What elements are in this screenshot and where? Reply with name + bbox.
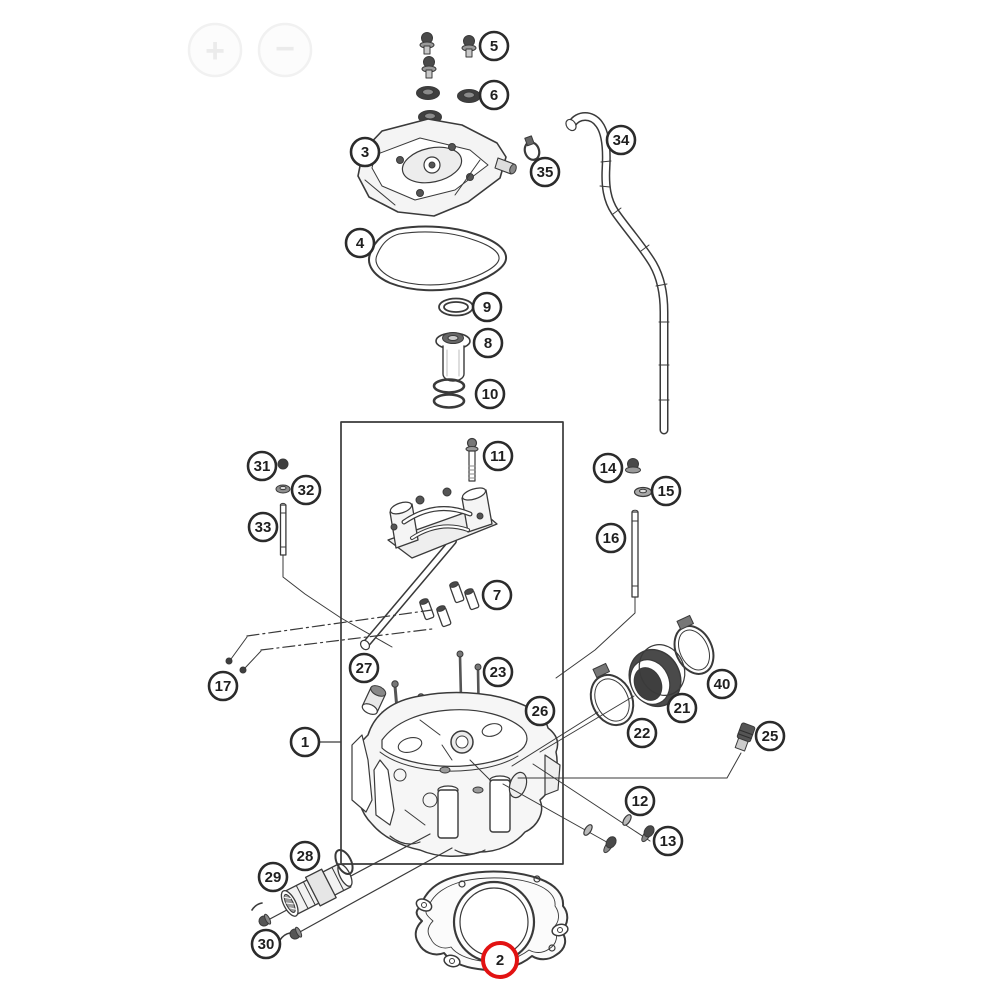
callout-2: 2	[481, 941, 519, 979]
callout-26: 26	[524, 695, 556, 727]
svg-text:4: 4	[356, 235, 365, 252]
callout-23: 23	[482, 656, 514, 688]
dowel-pins-drawing	[225, 609, 433, 674]
svg-text:9: 9	[483, 299, 491, 316]
washers-nuts-drawing	[502, 763, 655, 854]
svg-text:23: 23	[490, 664, 507, 681]
svg-text:14: 14	[600, 460, 617, 477]
zoom-in-button[interactable]: +	[187, 22, 243, 78]
callout-16: 16	[595, 522, 627, 554]
callout-8: 8	[472, 327, 504, 359]
svg-text:21: 21	[674, 700, 691, 717]
breather-hose-drawing	[565, 112, 670, 435]
o-ring-pair-drawing	[432, 378, 466, 409]
svg-text:27: 27	[356, 660, 373, 677]
cover-screws-drawing	[419, 32, 477, 79]
breather-hose-clamp-drawing	[523, 135, 541, 161]
callout-1: 1	[289, 726, 321, 758]
svg-text:28: 28	[297, 848, 314, 865]
callout-11: 11	[482, 440, 514, 472]
callout-22: 22	[626, 717, 658, 749]
callout-12: 12	[624, 785, 656, 817]
svg-text:11: 11	[490, 448, 506, 465]
svg-text:22: 22	[634, 725, 651, 742]
svg-text:25: 25	[762, 728, 779, 745]
cylinder-head-drawing	[351, 691, 561, 857]
svg-text:5: 5	[490, 38, 498, 55]
callout-25: 25	[754, 720, 786, 752]
intake-clamps-boot-drawing	[511, 614, 715, 767]
callout-40: 40	[706, 668, 738, 700]
head-bolt-drawing	[465, 437, 479, 482]
callout-29: 29	[257, 861, 289, 893]
svg-text:30: 30	[258, 936, 275, 953]
svg-text:7: 7	[493, 587, 501, 604]
valve-caps-drawing	[419, 581, 480, 628]
callout-33: 33	[247, 511, 279, 543]
valve-cover-gasket-drawing	[368, 225, 508, 292]
callout-9: 9	[471, 291, 503, 323]
callout-35: 35	[529, 156, 561, 188]
head-group-frame	[340, 421, 564, 865]
o-ring-drawing	[438, 297, 474, 317]
callout-4: 4	[344, 227, 376, 259]
right-stud-hardware-drawing	[555, 458, 653, 679]
svg-text:15: 15	[658, 483, 675, 500]
svg-text:12: 12	[632, 793, 649, 810]
callout-15: 15	[650, 475, 682, 507]
svg-text:16: 16	[603, 530, 620, 547]
svg-text:17: 17	[215, 678, 232, 695]
callout-3: 3	[349, 136, 381, 168]
svg-text:3: 3	[361, 144, 369, 161]
svg-text:33: 33	[255, 519, 272, 536]
svg-text:31: 31	[254, 458, 271, 475]
head-gasket-drawing	[414, 870, 569, 971]
callout-6: 6	[478, 79, 510, 111]
callout-14: 14	[592, 452, 624, 484]
callout-28: 28	[289, 840, 321, 872]
callout-27: 27	[348, 652, 380, 684]
svg-text:34: 34	[613, 132, 630, 149]
svg-text:2: 2	[496, 952, 504, 969]
svg-text:32: 32	[298, 482, 315, 499]
callout-34: 34	[605, 124, 637, 156]
svg-text:40: 40	[714, 676, 731, 693]
callout-7: 7	[481, 579, 513, 611]
svg-text:6: 6	[490, 87, 498, 104]
svg-text:35: 35	[537, 164, 554, 181]
plus-icon: +	[205, 32, 225, 70]
callout-10: 10	[474, 378, 506, 410]
svg-text:29: 29	[265, 869, 282, 886]
callout-5: 5	[478, 30, 510, 62]
sensor-drawing	[517, 722, 756, 779]
callout-21: 21	[666, 692, 698, 724]
cover-grommets-drawing	[416, 86, 481, 124]
exhaust-flange-drawing	[251, 833, 453, 941]
spark-plug-tube-drawing	[435, 332, 471, 382]
svg-text:8: 8	[484, 335, 492, 352]
svg-text:1: 1	[301, 734, 309, 751]
svg-text:26: 26	[532, 703, 549, 720]
callout-32: 32	[290, 474, 322, 506]
callout-17: 17	[207, 670, 239, 702]
svg-text:10: 10	[482, 386, 499, 403]
left-stud-hardware-drawing	[275, 458, 393, 648]
rocker-bridge-assembly-drawing	[359, 487, 498, 651]
callout-30: 30	[250, 928, 282, 960]
zoom-out-button[interactable]: −	[257, 22, 313, 78]
svg-text:13: 13	[660, 833, 677, 850]
callout-13: 13	[652, 825, 684, 857]
valve-cover-drawing	[357, 118, 517, 217]
callout-31: 31	[246, 450, 278, 482]
minus-icon: −	[275, 30, 295, 68]
